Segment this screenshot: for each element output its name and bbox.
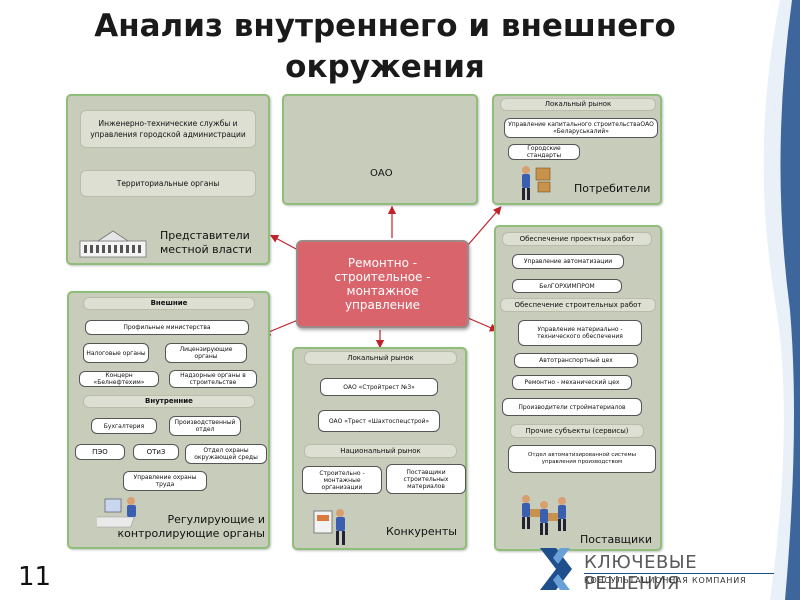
production-dept-item: Производственный отдел — [169, 416, 241, 436]
background-wave — [763, 0, 800, 600]
title-line-2: окружения — [285, 49, 485, 85]
material-supply-item: Управление материально - технического об… — [518, 320, 642, 346]
otiz-item: ОТиЗ — [133, 444, 179, 460]
national-market-header: Национальный рынок — [304, 444, 457, 458]
internal-header: Внутренние — [83, 395, 255, 408]
center-box: Ремонтно - строительное - монтажное упра… — [296, 240, 469, 328]
competitors-caption: Конкуренты — [386, 525, 457, 538]
supervisory-organs-item: Надзорные органы в строительстве — [169, 370, 257, 388]
repair-shop-item: Ремонтно - механический цех — [512, 375, 632, 390]
arrow-to-consumers — [467, 206, 502, 246]
territorial-organs-item: Территориальные органы — [80, 170, 256, 197]
logo-divider — [584, 573, 774, 574]
key-logo-icon — [540, 548, 572, 590]
labor-protection-item: Управление охраны труда — [123, 471, 207, 491]
construction-works-header: Обеспечение строительных работ — [500, 298, 656, 312]
consumers-local-market-header: Локальный рынок — [500, 98, 656, 111]
logo-title: КЛЮЧЕВЫЕ РЕШЕНИЯ — [584, 552, 698, 594]
manufacturers-item: Производители стройматериалов — [502, 398, 642, 416]
workers-group-icon — [522, 495, 566, 535]
peo-item: ПЭО — [75, 444, 125, 460]
buyer-person-icon — [522, 166, 551, 200]
suppliers-caption: Поставщики — [580, 533, 652, 546]
title-line-1: Анализ внутреннего и внешнего — [94, 8, 676, 44]
construction-orgs-item: Строительно - монтажные организации — [302, 466, 382, 494]
arrow-to-suppliers — [467, 317, 499, 332]
competitors-panel: Локальный рынок ОАО «Стройтрест №3» ОАО … — [292, 347, 467, 550]
material-suppliers-item: Поставщики строительных материалов — [386, 464, 466, 494]
logo-subtitle: КОНСУЛЬТАЦИОННАЯ КОМПАНИЯ — [584, 576, 747, 585]
oao-label: ОАО — [370, 168, 393, 179]
external-header: Внешние — [83, 297, 255, 310]
automation-dept-item: Управление автоматизации — [512, 254, 624, 269]
page-number: 11 — [18, 562, 52, 592]
presenter-icon — [313, 509, 345, 545]
page-title: Анализ внутреннего и внешнего окружения — [0, 6, 770, 88]
consumers-panel: Локальный рынок Управление капитального … — [492, 94, 662, 205]
company-logo: КЛЮЧЕВЫЕ РЕШЕНИЯ КОНСУЛЬТАЦИОННАЯ КОМПАН… — [534, 540, 779, 596]
oao-panel: ОАО — [282, 94, 478, 205]
local-authority-caption: Представители местной власти — [160, 229, 252, 256]
local-authority-panel: Инженерно-технические службы и управлени… — [66, 94, 270, 265]
regulators-panel: Внешние Профильные министерства Налоговы… — [67, 291, 270, 549]
building-icon — [79, 230, 147, 258]
consumers-caption: Потребители — [574, 182, 651, 195]
accounting-item: Бухгалтерия — [91, 418, 157, 434]
profile-ministries-item: Профильные министерства — [85, 320, 249, 335]
belgorkhimprom-item: БелГОРХИМПРОМ — [512, 279, 622, 293]
shakhtospetsstroy-item: ОАО «Трест «Шахтоспецстрой» — [318, 410, 440, 432]
engineering-services-item: Инженерно-технические службы и управлени… — [80, 110, 256, 148]
other-subjects-header: Прочие субъекты (сервисы) — [510, 424, 644, 438]
concern-item: Концерн «Белнефтехим» — [79, 371, 159, 387]
computer-user-icon — [97, 497, 136, 528]
regulators-caption: Регулирующие и контролирующие органы — [117, 513, 265, 540]
arrow-to-authority — [269, 234, 299, 251]
transport-shop-item: Автотранспортный цех — [514, 353, 638, 368]
design-works-header: Обеспечение проектных работ — [502, 232, 652, 246]
suppliers-panel: Обеспечение проектных работ Управление а… — [494, 225, 662, 551]
licensing-organs-item: Лицензирующие органы — [165, 343, 247, 363]
competitors-local-header: Локальный рынок — [304, 351, 457, 365]
tax-organs-item: Налоговые органы — [83, 343, 149, 363]
city-standards-item: Городские стандарты — [508, 144, 580, 160]
environment-dept-item: Отдел охраны окружающей среды — [185, 444, 267, 464]
capital-construction-item: Управление капитального строительстваОАО… — [504, 118, 658, 138]
stroytrest-item: ОАО «Стройтрест №3» — [320, 378, 438, 396]
asu-dept-item: Отдел автоматизированной системы управле… — [508, 445, 656, 473]
